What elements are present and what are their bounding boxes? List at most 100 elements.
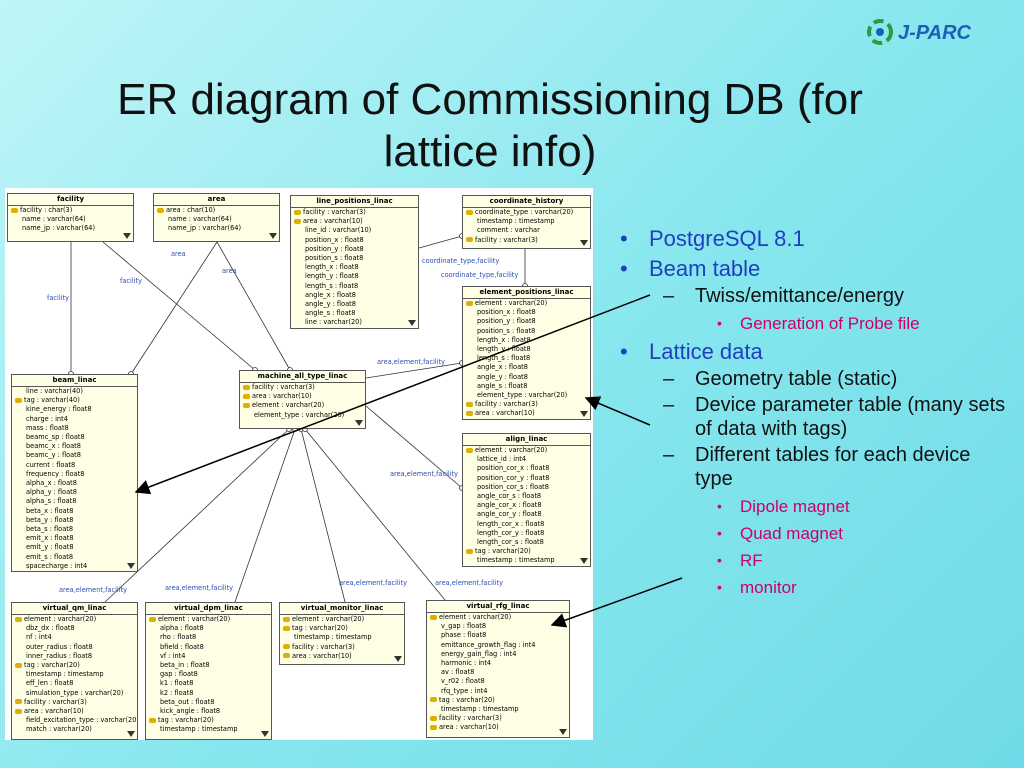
attribute: angle_y : float8 [305,300,356,309]
attribute: timestamp : timestamp [477,556,555,565]
entity-title: element_positions_linac [463,287,590,299]
scroll-down-icon[interactable] [127,563,135,569]
attribute: name_jp : varchar(64) [22,224,96,233]
bullet-dipole: Dipole magnet [612,493,1012,520]
attribute: timestamp : timestamp [441,705,519,714]
scroll-down-icon[interactable] [408,320,416,326]
attribute: lattice_id : int4 [477,455,527,464]
rel-label: coordinate_type,facility [441,271,519,279]
relationship-line [418,235,463,249]
title-line-2: lattice info) [383,127,597,176]
attribute: spacecharge : int4 [26,561,88,570]
scroll-down-icon[interactable] [355,420,363,426]
scroll-down-icon[interactable] [123,233,131,239]
entity-title: virtual_dpm_linac [146,603,271,615]
attribute: position_y : float8 [477,317,536,326]
key-attribute: tag : varchar(40) [12,396,137,405]
key-attribute: tag : varchar(20) [12,661,137,670]
rel-label: area,element,facility [435,579,504,587]
bullet-rf: RF [612,547,1012,574]
scroll-down-icon[interactable] [261,731,269,737]
key-attribute: element : varchar(20) [240,401,365,410]
bullet-device-parameter: Device parameter table (many sets of dat… [612,393,1012,441]
attribute: name : varchar(64) [168,215,232,224]
scroll-down-icon[interactable] [580,411,588,417]
attribute: beamc_sp : float8 [26,433,85,442]
attribute: timestamp : timestamp [477,217,555,226]
entity-title: area [154,194,279,206]
attribute: kine_energy : float8 [26,405,92,414]
attribute: kick_angle : float8 [160,707,221,716]
rel-label: area,element,facility [59,586,128,594]
scroll-down-icon[interactable] [127,731,135,737]
relationship-line [130,241,218,375]
attribute: eff_len : float8 [26,679,74,688]
scroll-down-icon[interactable] [559,729,567,735]
key-attribute: tag : varchar(20) [427,696,569,705]
attribute: charge : int4 [26,414,68,423]
key-attribute: facility : varchar(3) [291,208,418,217]
scroll-down-icon[interactable] [394,656,402,662]
attribute: gap : float8 [160,670,198,679]
slide-title: ER diagram of Commissioning DB (for latt… [70,74,910,178]
scroll-down-icon[interactable] [269,233,277,239]
attribute: name_jp : varchar(64) [168,224,242,233]
logo-mark-icon [867,19,893,45]
rel-label: area,element,facility [165,584,234,592]
key-attribute: element : varchar(20) [146,615,271,624]
attribute: alpha_x : float8 [26,479,77,488]
attribute: emit_y : float8 [26,543,74,552]
rel-label: area,element,facility [377,358,446,366]
key-attribute: facility : varchar(3) [280,643,404,652]
relationship-line [304,428,446,601]
attribute: line : varchar(40) [26,387,83,395]
attribute: mass : float8 [26,423,69,432]
attribute: v_r02 : float8 [441,677,485,686]
scroll-down-icon[interactable] [580,558,588,564]
attribute: position_x : float8 [305,235,364,244]
attribute: field_excitation_type : varchar(20) [26,716,138,725]
attribute: current : float8 [26,460,76,469]
attribute: name : varchar(64) [22,215,86,224]
key-attribute: area : varchar(10) [463,409,590,418]
scroll-down-icon[interactable] [580,240,588,246]
attribute: beta_out : float8 [160,697,215,706]
entity-title: virtual_rfg_linac [427,601,569,613]
attribute: angle_y : float8 [477,372,528,381]
attribute: line_id : varchar(10) [305,226,372,235]
attribute: match : varchar(20) [26,725,92,734]
entity-title: coordinate_history [463,196,590,208]
attribute: length_y : float8 [477,345,531,354]
attribute: position_cor_s : float8 [477,482,549,491]
attribute: inner_radius : float8 [26,651,93,660]
attribute: angle_cor_y : float8 [477,510,542,519]
attribute: beta_y : float8 [26,515,74,524]
attribute: av : float8 [441,668,475,677]
attribute: timestamp : timestamp [294,633,372,642]
key-attribute: facility : varchar(3) [463,236,590,245]
relationship-line [300,428,346,603]
attribute: rho : float8 [160,633,197,642]
attribute: position_cor_y : float8 [477,473,550,482]
entity-title: line_positions_linac [291,196,418,208]
bullet-lattice-data: Lattice data [612,337,1012,367]
attribute: frequency : float8 [26,469,85,478]
entity-title: facility [8,194,133,206]
key-attribute: element : varchar(20) [280,615,404,624]
attribute: dbz_dx : float8 [26,624,75,633]
key-attribute: facility : varchar(3) [427,714,569,723]
attribute: outer_radius : float8 [26,642,93,651]
relationship-line [234,428,296,603]
